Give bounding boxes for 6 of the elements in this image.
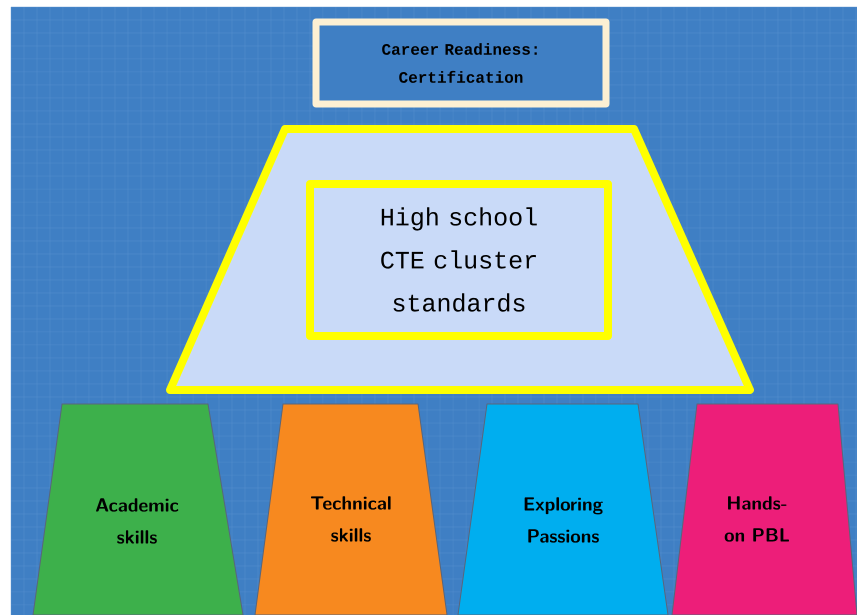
trapezoid-box: Technical skills	[254, 404, 448, 615]
trapezoid-box: Hands-on PBL	[672, 404, 857, 615]
standards-box: High school CTE cluster standards	[306, 180, 612, 340]
trapezoid-box: Academic skills	[32, 404, 244, 615]
title-box: Career Readiness: Certification	[312, 18, 610, 108]
trapezoid-box: Exploring Passions	[458, 404, 668, 615]
